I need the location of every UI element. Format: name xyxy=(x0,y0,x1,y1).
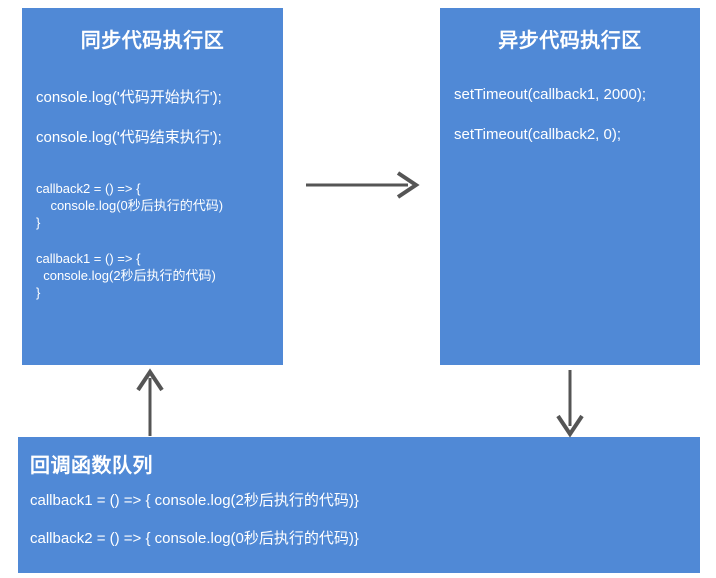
arrow-up-icon xyxy=(136,368,164,436)
sync-callback2-definition: callback2 = () => { console.log(0秒后执行的代码… xyxy=(36,181,224,230)
sync-code-line-2: console.log('代码结束执行'); xyxy=(36,129,222,146)
callback-queue-box: 回调函数队列 callback1 = () => { console.log(2… xyxy=(18,437,700,573)
sync-execution-box: 同步代码执行区 console.log('代码开始执行'); console.l… xyxy=(22,8,283,365)
callback-queue-item-2: callback2 = () => { console.log(0秒后执行的代码… xyxy=(30,530,359,547)
sync-code-line-1: console.log('代码开始执行'); xyxy=(36,89,222,106)
arrow-down-icon xyxy=(556,370,584,438)
sync-execution-title: 同步代码执行区 xyxy=(80,30,225,52)
async-execution-box: 异步代码执行区 setTimeout(callback1, 2000); set… xyxy=(440,8,700,365)
arrow-right-icon xyxy=(306,171,420,199)
async-code-line-1: setTimeout(callback1, 2000); xyxy=(454,86,647,103)
async-code-line-2: setTimeout(callback2, 0); xyxy=(454,126,622,143)
sync-callback1-definition: callback1 = () => { console.log(2秒后执行的代码… xyxy=(36,251,216,300)
callback-queue-title: 回调函数队列 xyxy=(30,455,153,477)
async-execution-title: 异步代码执行区 xyxy=(498,30,642,52)
callback-queue-item-1: callback1 = () => { console.log(2秒后执行的代码… xyxy=(30,492,359,509)
